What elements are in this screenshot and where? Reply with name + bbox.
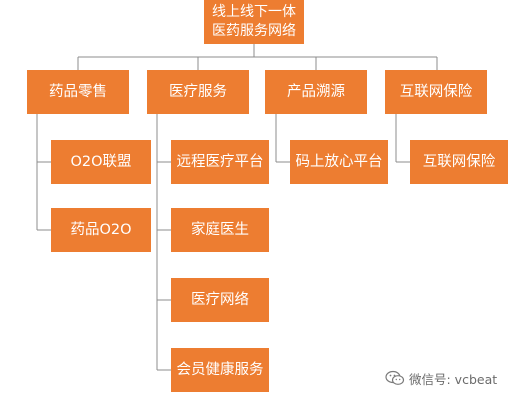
category-node-traceability: 产品溯源 xyxy=(265,70,367,114)
wechat-icon xyxy=(385,370,405,385)
leaf-node: O2O联盟 xyxy=(51,140,151,184)
leaf-node: 互联网保险 xyxy=(410,140,508,184)
watermark: 微信号: vcbeat xyxy=(385,368,497,388)
leaf-node: 会员健康服务 xyxy=(171,348,269,392)
leaf-node: 码上放心平台 xyxy=(290,140,388,184)
leaf-node: 家庭医生 xyxy=(171,208,269,252)
leaf-node: 药品O2O xyxy=(51,208,151,252)
category-node-retail: 药品零售 xyxy=(27,70,129,114)
root-node: 线上线下一体 医药服务网络 xyxy=(204,0,304,44)
category-node-medical: 医疗服务 xyxy=(147,70,249,114)
watermark-text: 微信号: vcbeat xyxy=(409,371,498,387)
leaf-node: 远程医疗平台 xyxy=(171,140,269,184)
leaf-node: 医疗网络 xyxy=(171,278,269,322)
category-node-insurance: 互联网保险 xyxy=(385,70,487,114)
